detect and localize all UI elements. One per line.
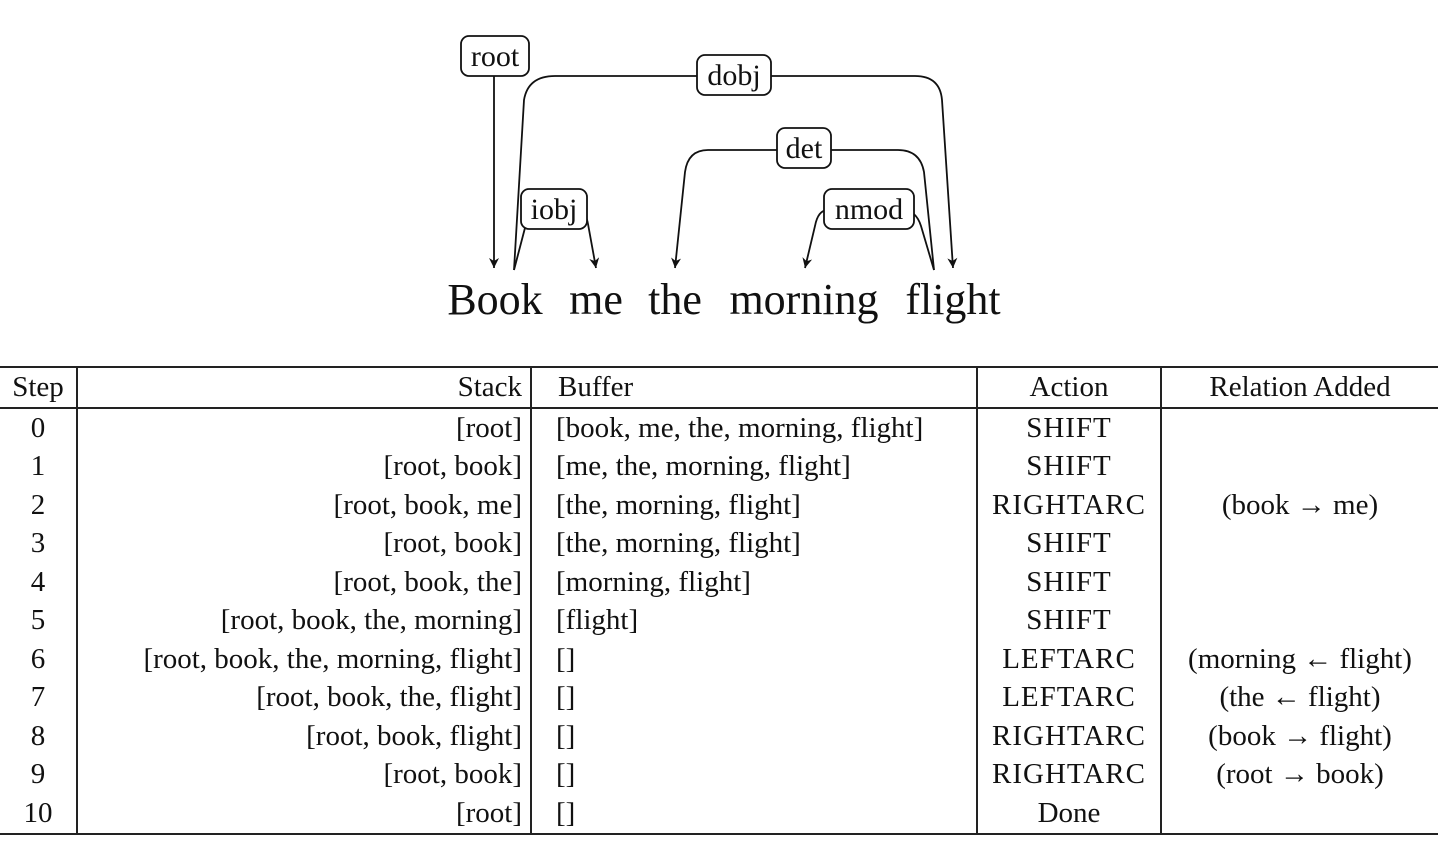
arc-label-box-nmod: [823, 188, 915, 230]
cell-action: LEFTARC: [977, 640, 1162, 679]
arc-label-iobj: iobj: [531, 193, 578, 226]
cell-relation-added: (morning ← flight): [1188, 642, 1412, 675]
arc-label-root: root: [471, 40, 520, 73]
cell-step: 3: [0, 524, 78, 563]
header-buffer: Buffer: [531, 366, 978, 409]
cell-relation-added: (root → book): [1216, 758, 1384, 791]
dependency-tree-diagram: root dobj iobj det nmod Book me the morn…: [447, 35, 1001, 324]
cell-relation-added: (book → me): [1221, 488, 1379, 521]
cell-relation-added: [1161, 408, 1438, 448]
cell-action: SHIFT: [977, 447, 1162, 486]
cell-stack: [root]: [77, 794, 532, 835]
cell-stack: [root, book, flight]: [77, 717, 532, 756]
cell-action: RIGHTARC: [977, 755, 1162, 794]
header-stack: Stack: [77, 366, 532, 409]
cell-stack: [root, book, the]: [77, 563, 532, 602]
cell-step: 9: [0, 755, 78, 794]
table-row: 7[root, book, the, flight][]LEFTARC (the …: [0, 678, 1438, 717]
cell-stack: [root, book]: [77, 755, 532, 794]
cell-buffer: [flight]: [531, 601, 978, 640]
cell-action: SHIFT: [977, 563, 1162, 602]
cell-buffer: [me, the, morning, flight]: [531, 447, 978, 486]
cell-step: 8: [0, 717, 78, 756]
cell-relation-added: (the ← flight): [1219, 681, 1381, 714]
cell-action: RIGHTARC: [977, 717, 1162, 756]
cell-buffer: [morning, flight]: [531, 563, 978, 602]
cell-stack: [root, book]: [77, 524, 532, 563]
cell-buffer: [the, morning, flight]: [531, 486, 978, 525]
cell-stack: [root, book, the, morning, flight]: [77, 640, 532, 679]
cell-step: 1: [0, 447, 78, 486]
cell-relation-added: [1161, 525, 1438, 564]
cell-buffer: []: [531, 717, 978, 756]
cell-relation-added: [1161, 563, 1438, 602]
table-row: 3[root, book][the, morning, flight]SHIFT: [0, 524, 1438, 564]
cell-step: 10: [0, 794, 78, 835]
cell-relation-added: [1161, 602, 1438, 641]
table-header: Step Stack Buffer Action Relation Added: [0, 366, 1438, 409]
table-body: 0[root][book, me, the, morning, flight]S…: [0, 408, 1438, 835]
cell-stack: [root, book, the, flight]: [77, 678, 532, 717]
cell-action: LEFTARC: [977, 678, 1162, 717]
cell-buffer: []: [531, 678, 978, 717]
header-relation-added: Relation Added: [1161, 366, 1438, 409]
table-header-row: Step Stack Buffer Action Relation Added: [0, 366, 1438, 409]
cell-stack: [root, book, me]: [77, 486, 532, 525]
arc-label-box-det: [776, 127, 832, 169]
transition-parse-table: Step Stack Buffer Action Relation Added …: [0, 366, 1438, 835]
cell-action: RIGHTARC: [977, 486, 1162, 525]
cell-buffer: [the, morning, flight]: [531, 524, 978, 563]
table-row: 8[root, book, flight][]RIGHTARC (book → f…: [0, 717, 1438, 756]
table-row: 10[root][]Done: [0, 794, 1438, 835]
table-row: 2[root, book, me][the, morning, flight]R…: [0, 486, 1438, 525]
cell-buffer: []: [531, 755, 978, 794]
cell-step: 4: [0, 563, 78, 602]
cell-step: 6: [0, 640, 78, 679]
arc-label-dobj: dobj: [707, 59, 760, 92]
cell-action: SHIFT: [977, 408, 1162, 448]
cell-relation-added: [1161, 448, 1438, 487]
sentence-word-book: Book: [447, 275, 542, 324]
arc-label-nmod: nmod: [835, 193, 903, 226]
table-row: 1[root, book][me, the, morning, flight]S…: [0, 447, 1438, 487]
cell-buffer: [book, me, the, morning, flight]: [531, 408, 978, 448]
header-action: Action: [977, 366, 1162, 409]
arc-label-box-dobj: [696, 54, 772, 96]
cell-buffer: []: [531, 640, 978, 679]
arc-label-box-iobj: [520, 188, 588, 230]
cell-step: 5: [0, 601, 78, 640]
cell-action: SHIFT: [977, 524, 1162, 563]
cell-relation-added: (book → flight): [1208, 719, 1392, 752]
sentence-word-the: the: [648, 275, 702, 324]
arc-dobj-line: [513, 75, 958, 271]
cell-step: 0: [0, 408, 78, 448]
sentence-word-me: me: [569, 275, 623, 324]
table-row: 0[root][book, me, the, morning, flight]S…: [0, 408, 1438, 448]
table-row: 6[root, book, the, morning, flight][]LEF…: [0, 640, 1438, 679]
sentence-word-morning: morning: [729, 275, 878, 324]
cell-step: 2: [0, 486, 78, 525]
table-row: 4[root, book, the][morning, flight]SHIFT: [0, 563, 1438, 602]
table-row: 9[root, book][]RIGHTARC (root → book): [0, 755, 1438, 794]
arc-label-det: det: [786, 132, 823, 165]
cell-stack: [root, book]: [77, 447, 532, 486]
header-step: Step: [0, 366, 78, 409]
cell-stack: [root, book, the, morning]: [77, 601, 532, 640]
arc-label-box-root: [460, 35, 530, 77]
cell-buffer: []: [531, 794, 978, 835]
cell-step: 7: [0, 678, 78, 717]
cell-action: SHIFT: [977, 601, 1162, 640]
cell-relation-added: [1161, 794, 1438, 835]
cell-stack: [root]: [77, 408, 532, 448]
sentence-word-flight: flight: [905, 275, 1000, 324]
cell-action: Done: [977, 794, 1162, 835]
table-row: 5[root, book, the, morning][flight]SHIFT: [0, 601, 1438, 641]
